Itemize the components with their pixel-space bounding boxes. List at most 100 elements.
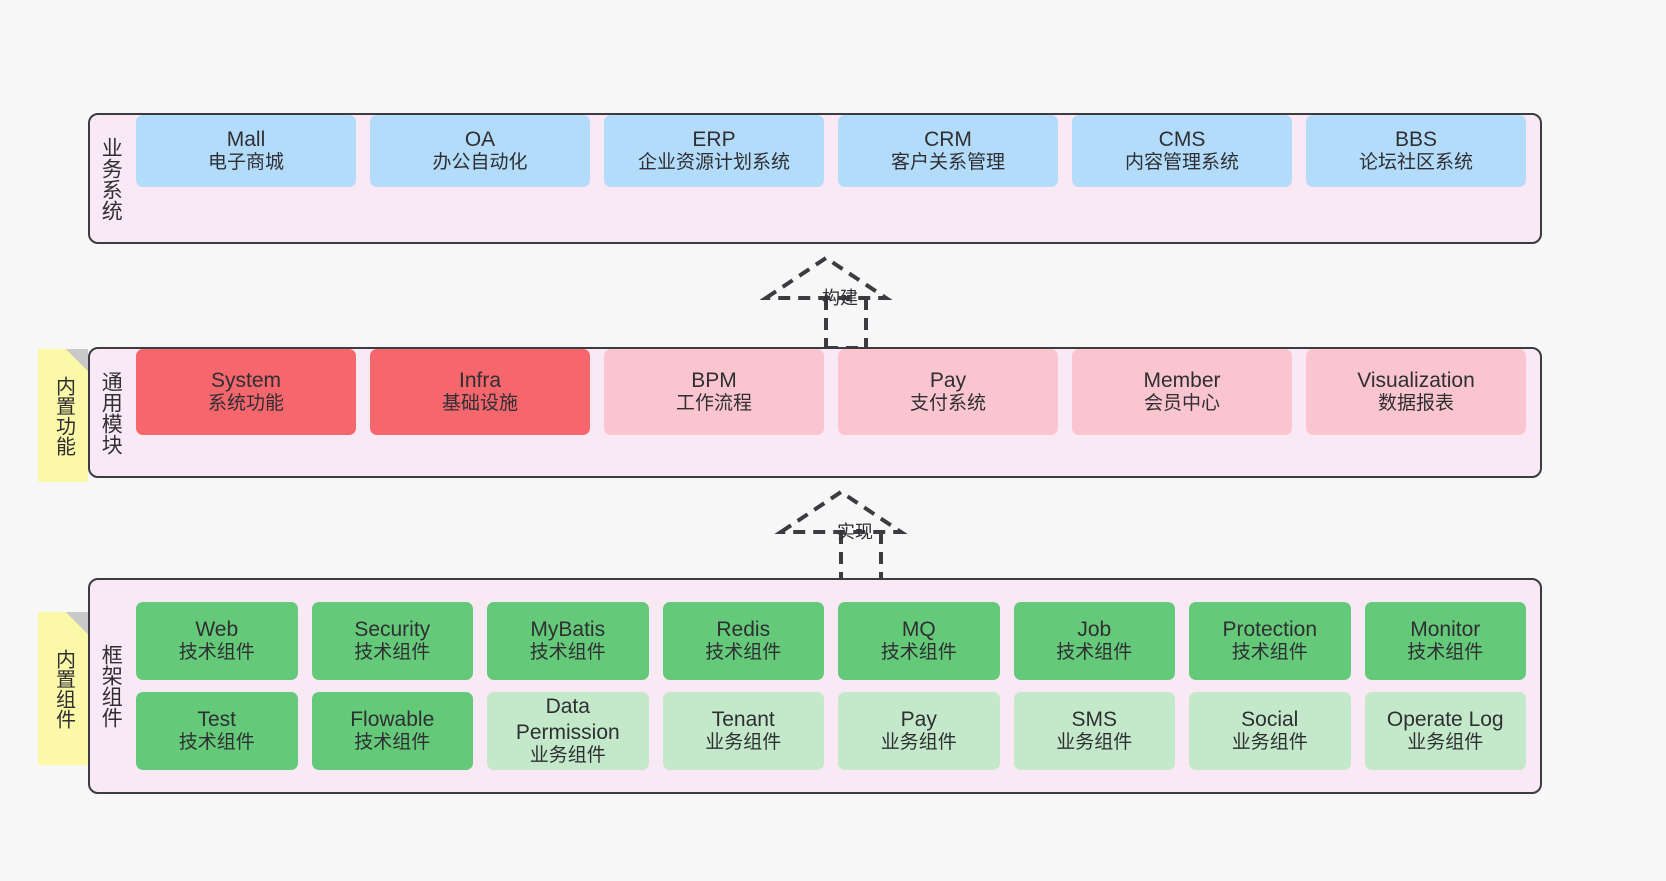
- node-member[interactable]: Member 会员中心: [1072, 349, 1292, 435]
- node-visualization[interactable]: Visualization 数据报表: [1306, 349, 1526, 435]
- node-subtitle: 业务组件: [1407, 732, 1484, 754]
- connector-build: 构建: [740, 252, 940, 354]
- node-title: Security: [354, 618, 431, 641]
- layer-row: Web 技术组件 Security 技术组件 MyBatis 技术组件 Redi…: [136, 602, 1526, 680]
- node-mybatis[interactable]: MyBatis 技术组件: [487, 602, 649, 680]
- node-title: Infra: [458, 369, 502, 392]
- node-title: CMS: [1158, 128, 1206, 151]
- node-subtitle: 技术组件: [354, 642, 431, 664]
- node-social[interactable]: Social 业务组件: [1189, 692, 1351, 770]
- layer-body-business-systems: Mall 电子商城 OA 办公自动化 ERP 企业资源计划系统 CRM 客户关系…: [130, 115, 1540, 187]
- node-subtitle: 技术组件: [354, 732, 431, 754]
- node-title: Data Permission: [515, 695, 620, 744]
- node-title: Member: [1143, 369, 1221, 392]
- node-subtitle: 客户关系管理: [890, 152, 1005, 174]
- node-web[interactable]: Web 技术组件: [136, 602, 298, 680]
- node-data-permission[interactable]: Data Permission 业务组件: [487, 692, 649, 770]
- connector-label-build: 构建: [822, 288, 858, 308]
- node-tenant[interactable]: Tenant 业务组件: [662, 692, 824, 770]
- layer-row: Mall 电子商城 OA 办公自动化 ERP 企业资源计划系统 CRM 客户关系…: [136, 115, 1526, 187]
- node-title: Pay: [929, 369, 967, 392]
- node-erp[interactable]: ERP 企业资源计划系统: [604, 115, 824, 187]
- node-subtitle: 会员中心: [1143, 393, 1220, 415]
- node-subtitle: 数据报表: [1377, 393, 1454, 415]
- node-protection[interactable]: Protection 技术组件: [1189, 602, 1351, 680]
- layer-common-modules: 通用模块 System 系统功能 Infra 基础设施 BPM 工作流程 Pay…: [88, 347, 1542, 478]
- node-title: Test: [197, 708, 236, 731]
- node-title: BPM: [691, 369, 737, 392]
- node-sms[interactable]: SMS 业务组件: [1013, 692, 1175, 770]
- node-system[interactable]: System 系统功能: [136, 349, 356, 435]
- node-subtitle: 基础设施: [441, 393, 518, 415]
- node-subtitle: 技术组件: [1407, 642, 1484, 664]
- node-title: CRM: [924, 128, 972, 151]
- layer-business-systems: 业务系统 Mall 电子商城 OA 办公自动化 ERP 企业资源计划系统 CRM…: [88, 113, 1542, 244]
- note-builtin-component: 内置组件: [38, 612, 88, 765]
- node-mq[interactable]: MQ 技术组件: [838, 602, 1000, 680]
- node-title: BBS: [1394, 128, 1438, 151]
- node-bbs[interactable]: BBS 论坛社区系统: [1306, 115, 1526, 187]
- node-title: System: [210, 369, 281, 392]
- node-test[interactable]: Test 技术组件: [136, 692, 298, 770]
- node-subtitle: 技术组件: [1231, 642, 1308, 664]
- layer-row: Test 技术组件 Flowable 技术组件 Data Permission …: [136, 692, 1526, 770]
- node-security[interactable]: Security 技术组件: [311, 602, 473, 680]
- node-subtitle: 电子商城: [207, 152, 284, 174]
- layer-framework-components: 框架组件 Web 技术组件 Security 技术组件 MyBatis 技术组件…: [88, 578, 1542, 794]
- node-title: Web: [195, 618, 239, 641]
- connector-label-implement: 实现: [837, 522, 873, 542]
- node-subtitle: 业务组件: [529, 744, 606, 766]
- node-subtitle: 技术组件: [1056, 642, 1133, 664]
- node-title: Visualization: [1357, 369, 1475, 392]
- node-title: Protection: [1222, 618, 1318, 641]
- node-title: MQ: [901, 618, 936, 641]
- node-subtitle: 技术组件: [178, 642, 255, 664]
- node-title: MyBatis: [530, 618, 606, 641]
- node-subtitle: 技术组件: [880, 642, 957, 664]
- node-redis[interactable]: Redis 技术组件: [662, 602, 824, 680]
- node-subtitle: 技术组件: [705, 642, 782, 664]
- node-subtitle: 业务组件: [880, 732, 957, 754]
- node-title: Operate Log: [1386, 708, 1504, 731]
- layer-label-framework-components: 框架组件: [99, 644, 123, 728]
- node-subtitle: 系统功能: [207, 393, 284, 415]
- node-oa[interactable]: OA 办公自动化: [370, 115, 590, 187]
- node-infra[interactable]: Infra 基础设施: [370, 349, 590, 435]
- node-title: ERP: [692, 128, 736, 151]
- node-title: Social: [1241, 708, 1299, 731]
- note-builtin-function: 内置功能: [38, 349, 88, 482]
- node-job[interactable]: Job 技术组件: [1013, 602, 1175, 680]
- node-title: OA: [464, 128, 496, 151]
- node-operate-log[interactable]: Operate Log 业务组件: [1364, 692, 1526, 770]
- node-cms[interactable]: CMS 内容管理系统: [1072, 115, 1292, 187]
- node-subtitle: 论坛社区系统: [1358, 152, 1473, 174]
- node-subtitle: 技术组件: [529, 642, 606, 664]
- node-title: Flowable: [350, 708, 435, 731]
- layer-label-business-systems: 业务系统: [99, 136, 123, 221]
- node-title: Job: [1077, 618, 1112, 641]
- layer-label-common-modules: 通用模块: [99, 370, 123, 455]
- node-mall[interactable]: Mall 电子商城: [136, 115, 356, 187]
- node-monitor[interactable]: Monitor 技术组件: [1364, 602, 1526, 680]
- node-pay[interactable]: Pay 支付系统: [838, 349, 1058, 435]
- node-subtitle: 技术组件: [178, 732, 255, 754]
- node-subtitle: 支付系统: [909, 393, 986, 415]
- node-title: SMS: [1071, 708, 1117, 731]
- node-subtitle: 办公自动化: [432, 152, 528, 174]
- node-crm[interactable]: CRM 客户关系管理: [838, 115, 1058, 187]
- node-flowable[interactable]: Flowable 技术组件: [311, 692, 473, 770]
- node-subtitle: 业务组件: [1231, 732, 1308, 754]
- node-pay-business[interactable]: Pay 业务组件: [838, 692, 1000, 770]
- node-title: Pay: [900, 708, 937, 731]
- node-title: Redis: [716, 618, 771, 641]
- layer-body-framework-components: Web 技术组件 Security 技术组件 MyBatis 技术组件 Redi…: [130, 580, 1540, 792]
- node-subtitle: 业务组件: [705, 732, 782, 754]
- node-title: Monitor: [1410, 618, 1481, 641]
- node-title: Tenant: [711, 708, 775, 731]
- node-bpm[interactable]: BPM 工作流程: [604, 349, 824, 435]
- node-subtitle: 工作流程: [675, 393, 752, 415]
- layer-body-common-modules: System 系统功能 Infra 基础设施 BPM 工作流程 Pay 支付系统…: [130, 349, 1540, 435]
- connector-implement: 实现: [755, 486, 955, 588]
- layer-row: System 系统功能 Infra 基础设施 BPM 工作流程 Pay 支付系统…: [136, 349, 1526, 435]
